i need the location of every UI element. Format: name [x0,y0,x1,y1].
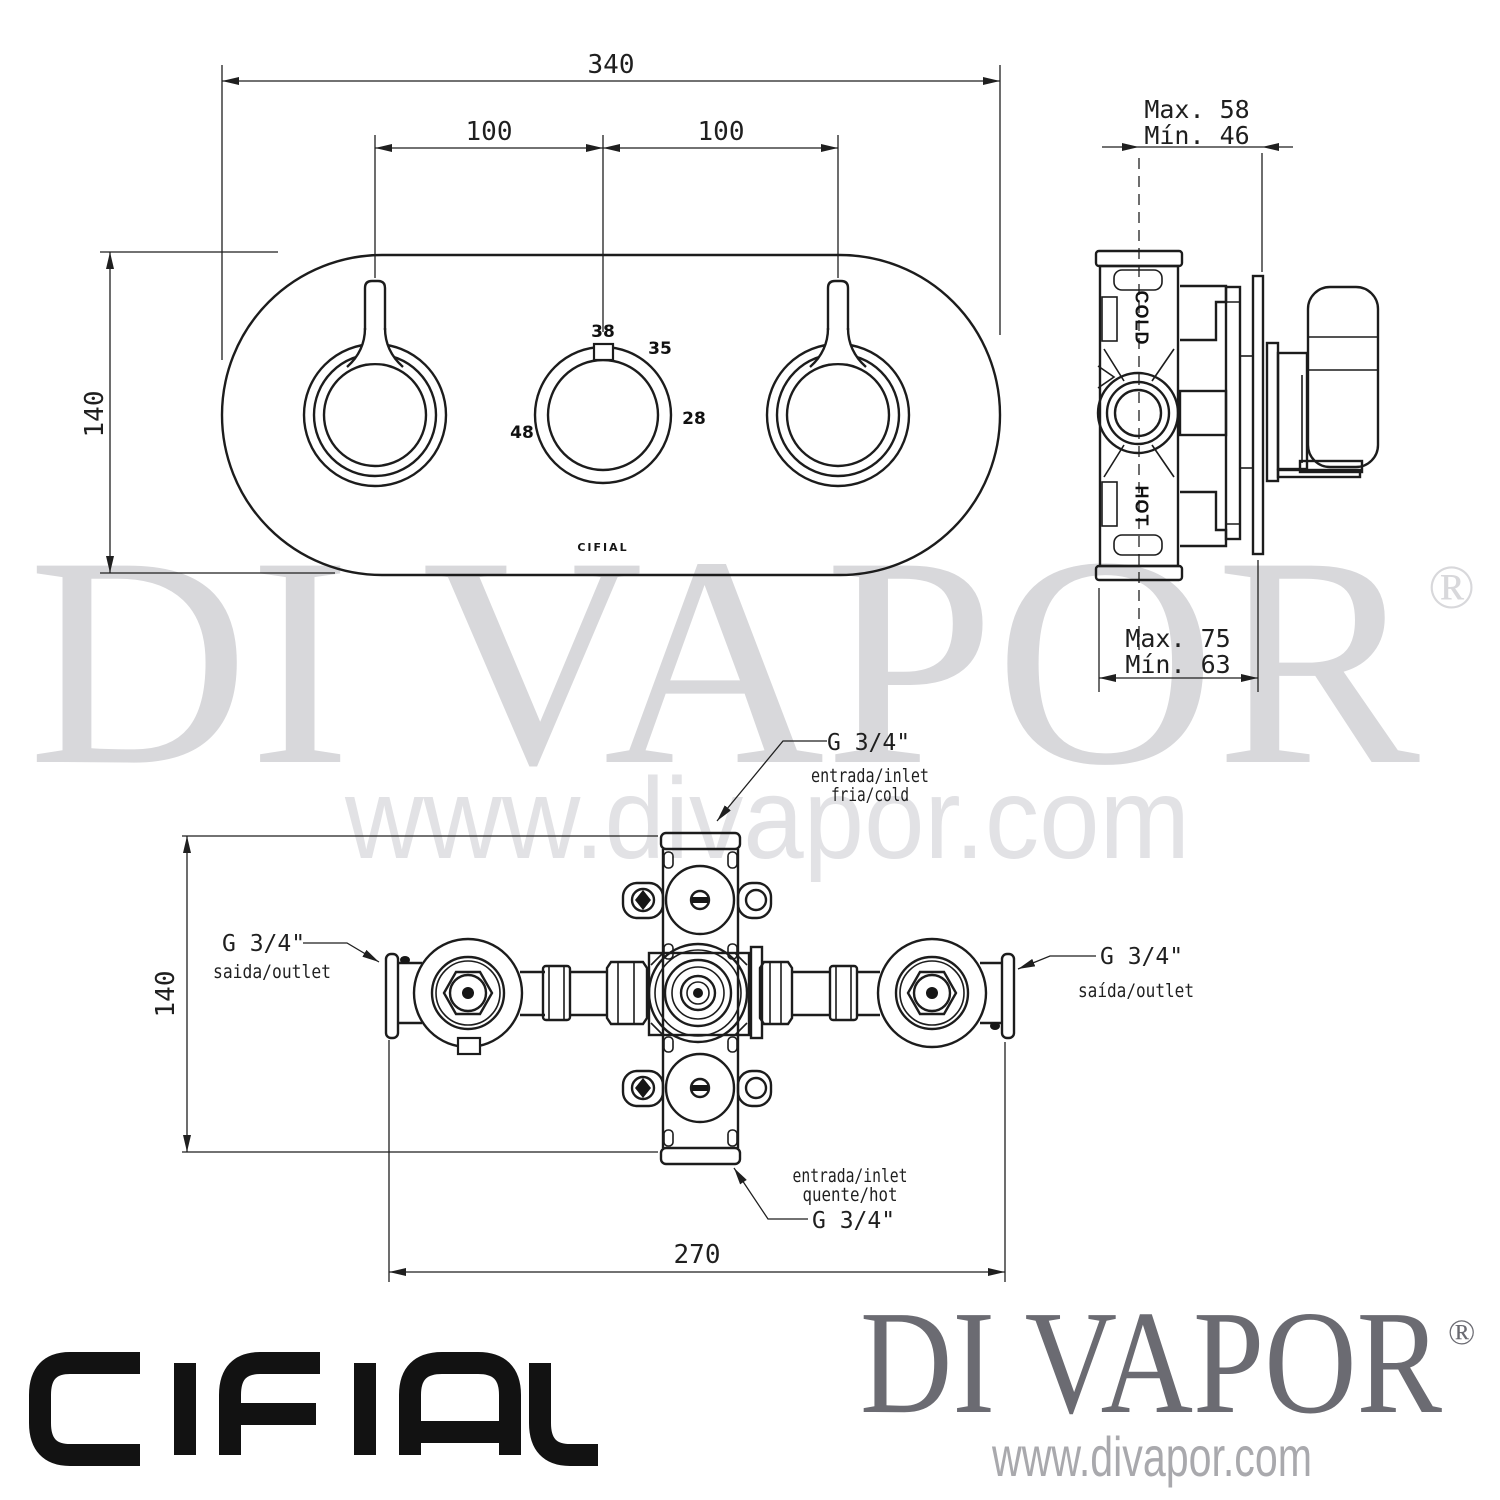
phillips-screw-icon [635,1078,651,1098]
wall-plate [1251,274,1265,556]
cifial-logo [29,1352,598,1466]
dim-100-left-text: 100 [466,117,513,147]
dim-270-text: 270 [674,1240,721,1270]
dim-depth: Max. 58 Mín. 46 [1102,95,1293,272]
temp-48: 48 [510,423,534,443]
right-lever-knob [765,278,911,488]
cold-inlet-size: G 3/4" [827,730,910,756]
divapor-logo: DI VAPOR ® www.divapor.com [860,1281,1475,1488]
hot-inlet-line1: entrada/inlet [793,1165,908,1187]
mounting-section [1178,274,1265,556]
watermark-brand: DI VAPOR [28,495,1421,827]
temp-35: 35 [648,339,672,359]
dim-100-100: 100 100 [374,117,839,332]
dim-max58-text: Max. 58 [1144,95,1249,124]
divapor-url-text: www.divapor.com [991,1425,1312,1488]
cold-label: COLD [1131,291,1151,346]
valve-body-plan [520,831,880,1166]
thermostat-knob: 38 35 28 48 [510,322,706,485]
hex-nuts [605,960,794,1026]
dim-140-plan-text: 140 [151,971,181,1018]
dim-340-text: 340 [588,50,635,80]
dim-min63-text: Mín. 63 [1125,650,1230,679]
cold-inlet-line1: entrada/inlet [811,765,929,787]
divapor-logo-text: DI VAPOR [860,1281,1442,1445]
port-labels: G 3/4" entrada/inlet fria/cold G 3/4" sa… [213,730,1194,1234]
dim-340: 340 [221,50,1001,360]
divapor-registered-icon: ® [1448,1312,1475,1352]
right-outlet-size: G 3/4" [1100,944,1183,970]
front-view: 38 35 28 48 CIFIAL 340 100 100 [80,50,1002,577]
dim-140-front: 140 [80,251,335,574]
hot-inlet-boss [621,1052,773,1124]
hot-label: HOT [1131,486,1151,527]
dim-140-front-text: 140 [80,391,110,438]
dim-270: 270 [388,1040,1006,1282]
handle-side [1265,285,1380,483]
hot-inlet-size: G 3/4" [812,1208,895,1234]
phillips-screw-icon [635,890,651,910]
dim-min46-text: Mín. 46 [1144,121,1249,150]
dim-body-depth: Max. 75 Mín. 63 [1098,560,1259,692]
knob-index-notch [592,342,615,362]
dim-100-right-text: 100 [698,117,745,147]
cold-inlet-boss [621,864,773,936]
plan-view: G 3/4" entrada/inlet fria/cold G 3/4" sa… [151,730,1194,1282]
valve-body-side: COLD HOT [1094,249,1184,582]
left-outlet-size: G 3/4" [222,931,305,957]
watermark-url: www.divapor.com [344,755,1190,883]
cold-inlet-line2: fria/cold [831,784,909,806]
left-outlet-line1: saida/outlet [213,961,331,983]
left-lever-knob [302,279,448,488]
outlet-pipes [520,964,880,1022]
left-outlet [384,937,524,1056]
trim-plate [220,253,1002,577]
watermark-registered-icon: ® [1428,554,1475,622]
side-view: COLD HOT [1094,95,1380,692]
watermark-layer: DI VAPOR ® www.divapor.com [28,495,1475,883]
plate-brand-text: CIFIAL [577,541,628,554]
slotted-screw-icon [692,1085,708,1091]
right-outlet [876,937,1016,1049]
body-slots [663,851,738,1147]
hot-inlet-line2: quente/hot [803,1184,898,1206]
slotted-screw-icon [692,897,708,903]
temp-28: 28 [682,409,706,429]
dim-140-plan: 140 [151,835,658,1153]
right-outlet-line1: saída/outlet [1078,980,1194,1002]
dim-max75-text: Max. 75 [1125,624,1230,653]
thermostatic-cartridge [647,942,764,1044]
